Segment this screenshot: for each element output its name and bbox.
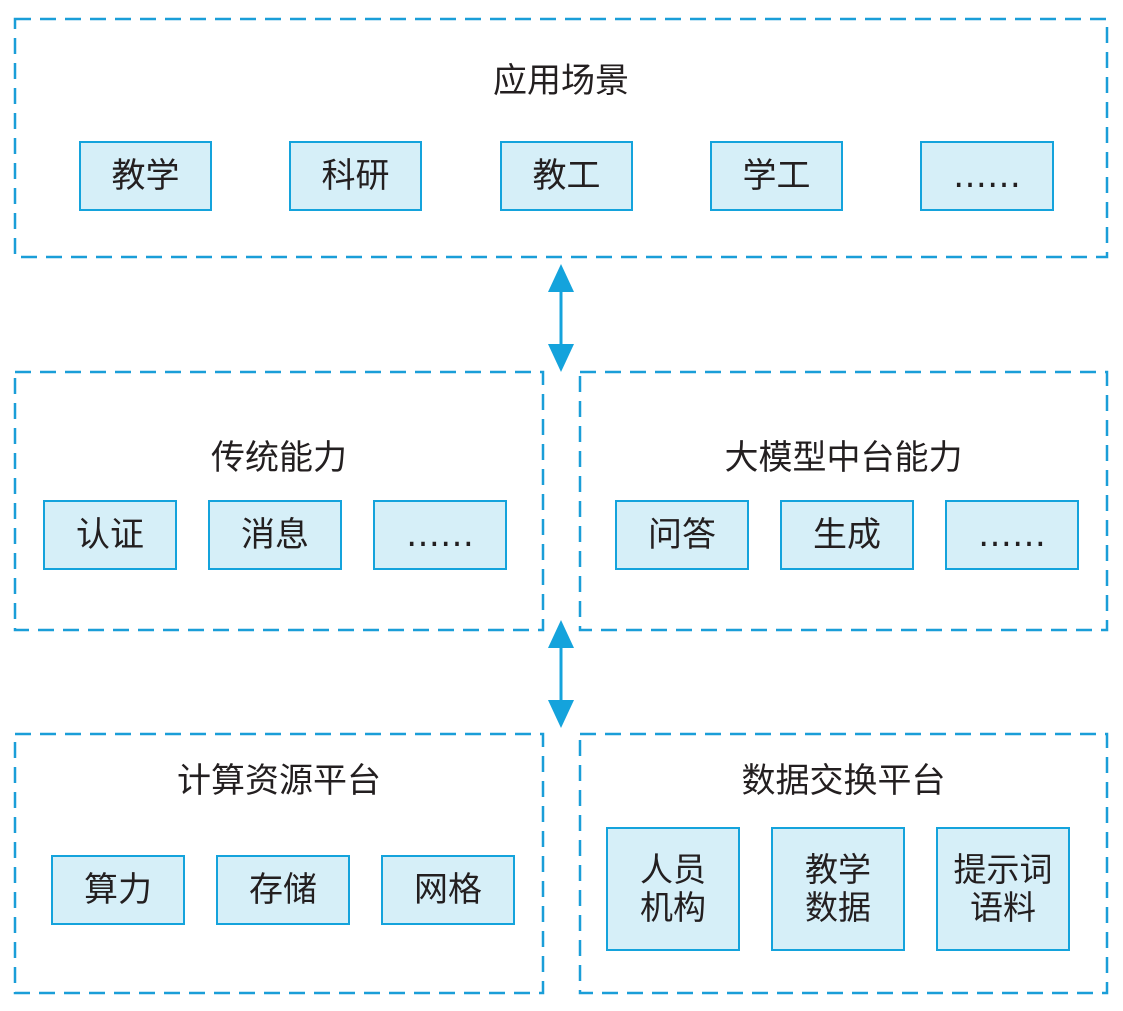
data-exchange-platform-panel: 数据交换平台 人员 机构 教学 数据 提示词 语料 xyxy=(578,732,1109,995)
traditional-capabilities-border xyxy=(13,370,545,632)
llm-middle-platform-title: 大模型中台能力 xyxy=(724,438,963,478)
computing-resource-platform-title: 计算资源平台 xyxy=(177,761,381,801)
scenario-teaching: 教学 xyxy=(79,141,212,211)
scenario-faculty: 教工 xyxy=(500,141,633,211)
application-scenarios-border xyxy=(13,17,1109,259)
resource-compute: 算力 xyxy=(51,855,185,925)
application-scenarios-panel: 应用场景 教学 科研 教工 学工 …… xyxy=(13,17,1109,259)
scenario-more: …… xyxy=(920,141,1054,211)
traditional-capabilities-panel: 传统能力 认证 消息 …… xyxy=(13,370,545,632)
data-exchange-platform-title: 数据交换平台 xyxy=(741,761,946,801)
capability-messaging: 消息 xyxy=(208,500,342,570)
scenario-student-affairs: 学工 xyxy=(710,141,843,211)
computing-resource-platform-border xyxy=(13,732,545,995)
llm-more: …… xyxy=(945,500,1079,570)
data-personnel-organization: 人员 机构 xyxy=(606,827,740,951)
resource-grid: 网格 xyxy=(381,855,515,925)
llm-middle-platform-border xyxy=(578,370,1109,632)
llm-qa: 问答 xyxy=(615,500,749,570)
llm-middle-platform-panel: 大模型中台能力 问答 生成 …… xyxy=(578,370,1109,632)
scenario-research: 科研 xyxy=(289,141,422,211)
traditional-capabilities-title: 传统能力 xyxy=(211,438,347,478)
bidirectional-arrow-top xyxy=(548,264,574,372)
llm-generation: 生成 xyxy=(780,500,914,570)
data-prompt-corpus: 提示词 语料 xyxy=(936,827,1070,951)
capability-more: …… xyxy=(373,500,507,570)
application-scenarios-title: 应用场景 xyxy=(493,61,629,101)
capability-authentication: 认证 xyxy=(43,500,177,570)
data-teaching-data: 教学 数据 xyxy=(771,827,905,951)
resource-storage: 存储 xyxy=(216,855,350,925)
computing-resource-platform-panel: 计算资源平台 算力 存储 网格 xyxy=(13,732,545,995)
data-exchange-platform-border xyxy=(578,732,1109,995)
bidirectional-arrow-bottom xyxy=(548,620,574,728)
